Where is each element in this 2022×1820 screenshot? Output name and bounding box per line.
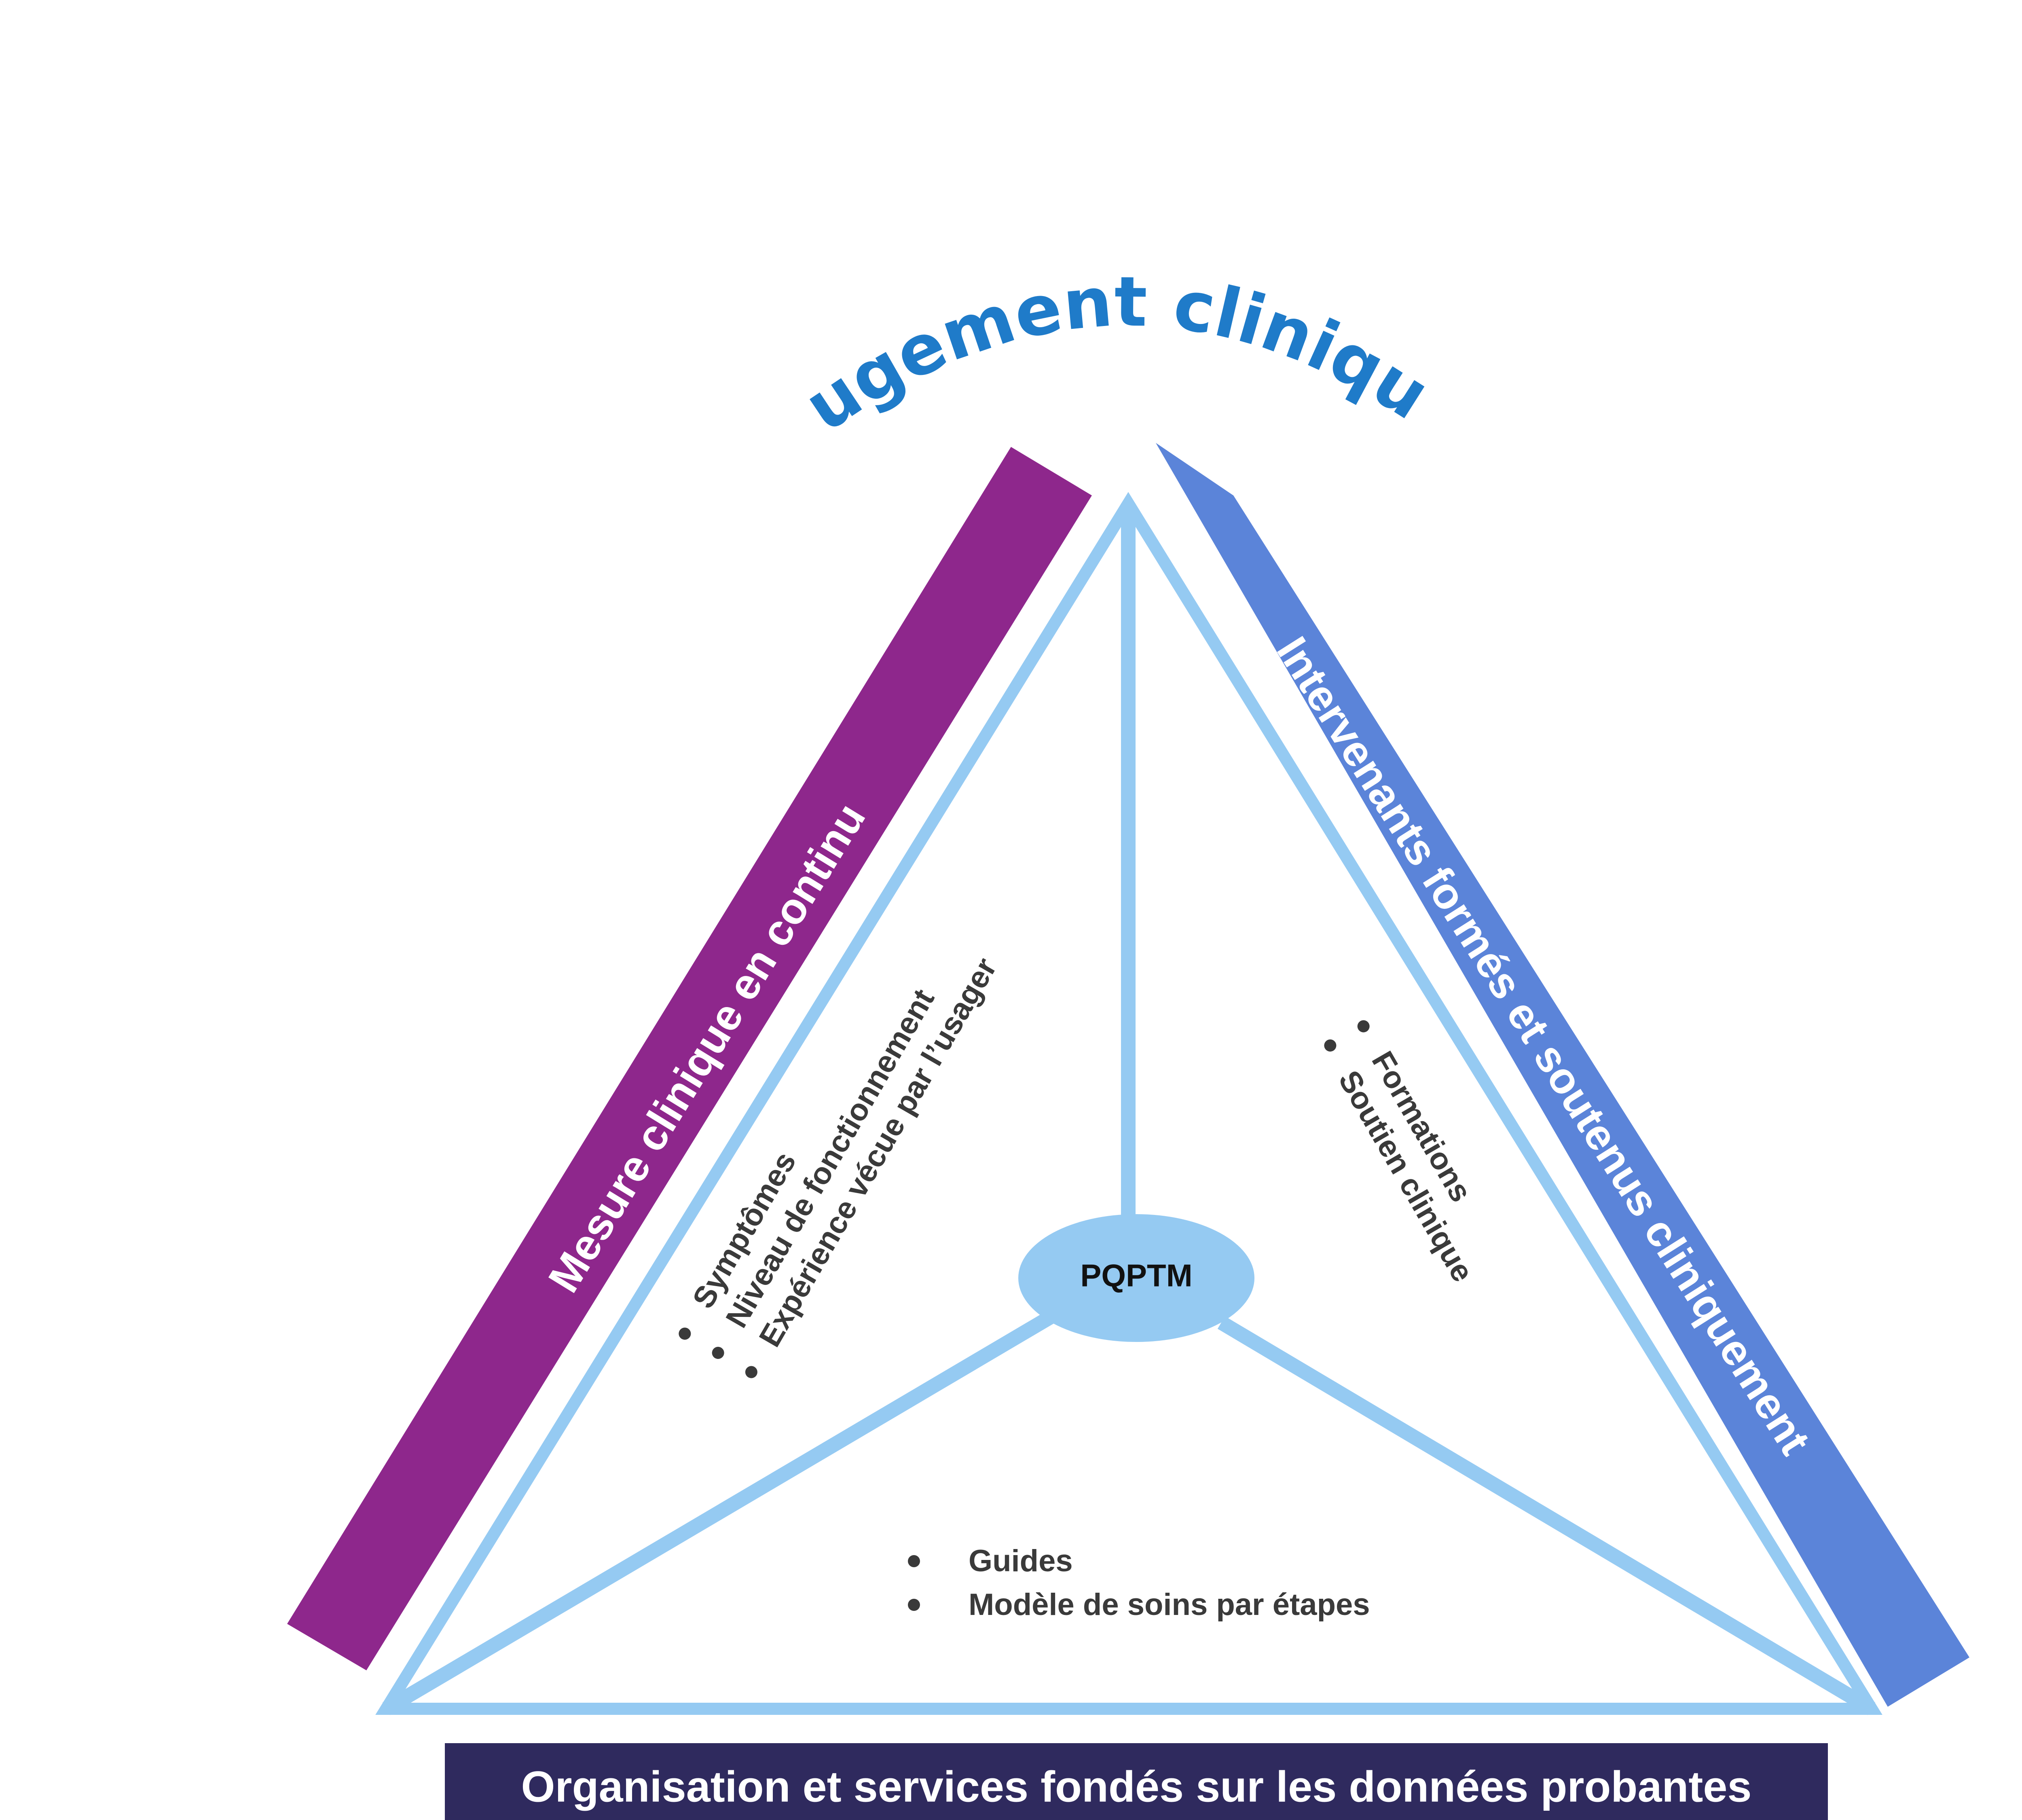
bottom-item-modele: Modèle de soins par étapes: [969, 1587, 1370, 1622]
bottom-bullet-list: Guides Modèle de soins par étapes: [908, 1544, 1370, 1622]
right-band: [1156, 443, 1969, 1707]
right-bullet-list: Formations Soutien clinique: [1324, 1020, 1480, 1288]
bottom-item-guides: Guides: [969, 1544, 1073, 1578]
list-bullet: [745, 1366, 757, 1378]
left-item-experience: Expérience vécue par l’usager: [753, 952, 1004, 1352]
list-bullet: [1324, 1039, 1337, 1052]
list-bullet: [1357, 1020, 1370, 1033]
list-bullet: [712, 1347, 724, 1359]
left-band: [287, 447, 1092, 1670]
spoke-right: [1217, 1316, 1876, 1715]
center-label: PQPTM: [1080, 1258, 1192, 1293]
bottom-band: [445, 1743, 1828, 1820]
list-bullet: [908, 1599, 920, 1611]
right-band-label: Intervenants formés et soutenus clinique…: [1268, 629, 1820, 1463]
diagram-title: Jugement clinique: [0, 0, 1443, 447]
list-bullet: [679, 1327, 691, 1340]
bottom-band-label: Organisation et services fondés sur les …: [521, 1762, 1752, 1811]
triangle-outline: [375, 492, 1882, 1715]
spoke-left: [382, 1310, 1055, 1715]
center-ellipse: [1018, 1214, 1254, 1342]
list-bullet: [908, 1555, 920, 1567]
